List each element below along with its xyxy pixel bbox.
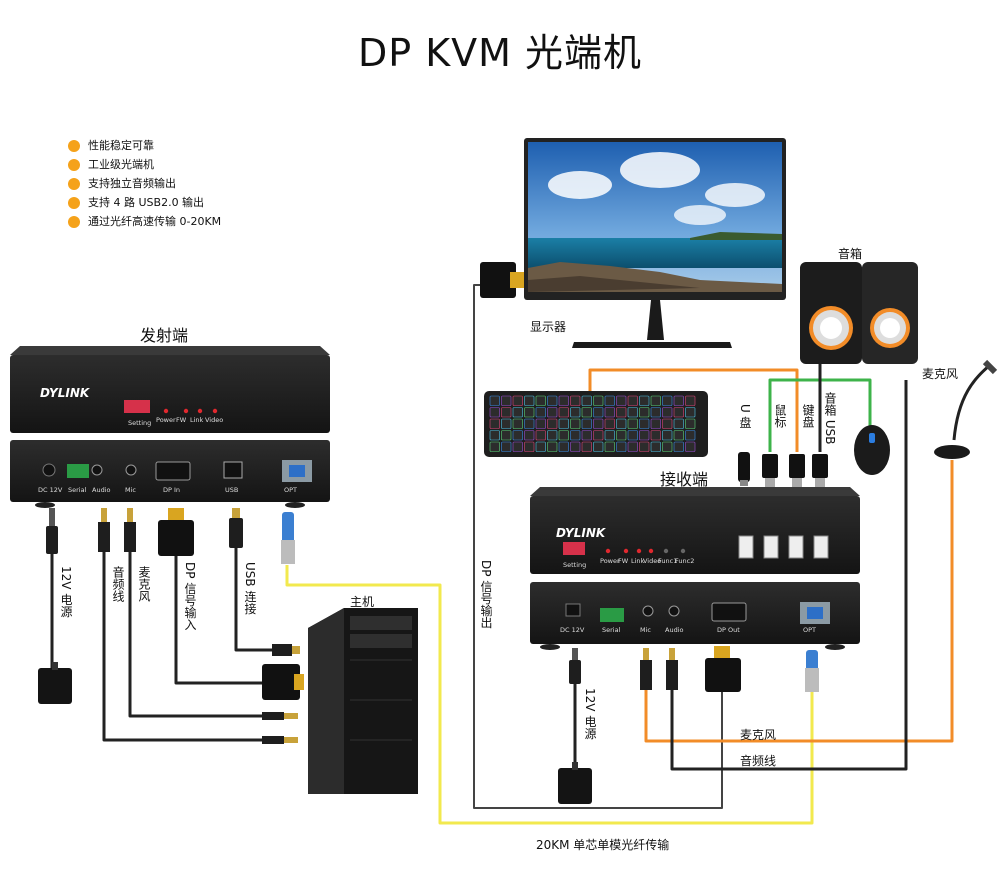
- feature-item: 支持 4 路 USB2.0 输出: [68, 193, 221, 212]
- tx-port-label: USB: [225, 486, 238, 494]
- feature-item: 支持独立音频输出: [68, 174, 221, 193]
- rx-mic-label: 麦克风: [740, 728, 777, 742]
- feature-item: 通过光纤高速传输 0-20KM: [68, 212, 221, 231]
- mouse: [854, 425, 890, 475]
- tx-port-label: OPT: [284, 486, 297, 494]
- udisk-label: U 盘: [738, 404, 752, 429]
- rx-led-label: FW: [618, 557, 629, 565]
- tx-usb-cable: [234, 548, 275, 652]
- tx-port-label: Serial: [68, 486, 87, 494]
- bullet-icon: [68, 139, 80, 152]
- host-label: 主机: [350, 595, 375, 609]
- speakers-label: 音箱: [838, 247, 863, 261]
- rx-led-label: Link: [631, 557, 645, 565]
- feature-item: 性能稳定可靠: [68, 136, 221, 155]
- feature-item: 工业级光端机: [68, 155, 221, 174]
- microphone: [934, 359, 998, 459]
- tx-audio-label: 音频线: [111, 566, 125, 602]
- rx-mic-cable: [644, 460, 954, 743]
- bullet-icon: [68, 215, 80, 228]
- tx-dp-label: DP 信号输入: [183, 562, 197, 631]
- host-pc: [262, 608, 418, 794]
- rx-audio-cable: [670, 380, 908, 771]
- tx-led-label: Power: [156, 416, 176, 424]
- cables: [50, 284, 954, 825]
- tx-led-label: FW: [176, 416, 187, 424]
- tx-connectors: [38, 508, 295, 704]
- rx-usb-ports: [738, 535, 829, 559]
- fiber-label: 20KM 单芯单模光纤传输: [536, 838, 670, 852]
- mouse-cable-label: 鼠标: [773, 404, 787, 428]
- microphone-label: 麦克风: [922, 367, 959, 381]
- receiver-label: 接收端: [660, 470, 709, 489]
- monitor: [480, 138, 786, 348]
- rx-port-label: Serial: [602, 626, 621, 634]
- transmitter-label: 发射端: [140, 326, 189, 345]
- rx-led-label: Func2: [675, 557, 694, 565]
- tx-usb-label: USB 连接: [243, 562, 257, 615]
- rx-led-label: Power: [600, 557, 620, 565]
- tx-power-label: 12V 电源: [59, 566, 73, 618]
- rx-dp-label: DP 信号输出: [479, 560, 493, 629]
- svg-text:DYLINK: DYLINK: [40, 386, 91, 400]
- tx-port-label: Audio: [92, 486, 110, 494]
- tx-led-label: Video: [205, 416, 223, 424]
- tx-port-label: DP In: [163, 486, 180, 494]
- rx-led-label: Video: [643, 557, 661, 565]
- bullet-icon: [68, 177, 80, 190]
- tx-audio-cable: [102, 550, 262, 742]
- bullet-icon: [68, 196, 80, 209]
- rx-port-label: Audio: [665, 626, 683, 634]
- svg-text:Setting: Setting: [128, 419, 151, 427]
- rx-port-label: DP Out: [717, 626, 740, 634]
- tx-port-label: DC 12V: [38, 486, 63, 494]
- keyboard-cable: [588, 368, 799, 452]
- speakers: [800, 262, 918, 364]
- monitor-label: 显示器: [530, 320, 567, 334]
- bullet-icon: [68, 158, 80, 171]
- rx-power-label: 12V 电源: [583, 688, 597, 740]
- fiber-cable: [285, 565, 814, 825]
- rx-port-label: DC 12V: [560, 626, 585, 634]
- tx-mic-label: 麦克风: [137, 566, 151, 602]
- rx-port-label: Mic: [640, 626, 651, 634]
- rx-connectors: [558, 646, 819, 804]
- rx-audio-label: 音频线: [740, 754, 777, 768]
- svg-text:DYLINK: DYLINK: [556, 526, 607, 540]
- keyboard-cable-label: 键盘: [801, 404, 815, 428]
- tx-mic-cable: [128, 550, 262, 718]
- tx-led-label: Link: [190, 416, 204, 424]
- usb-plugs: [738, 452, 828, 488]
- svg-text:Setting: Setting: [563, 561, 586, 569]
- page-title: DP KVM 光端机: [357, 31, 643, 75]
- speaker-usb-label: 音箱 USB: [823, 392, 837, 445]
- rx-port-label: OPT: [803, 626, 816, 634]
- feature-list: 性能稳定可靠 工业级光端机 支持独立音频输出 支持 4 路 USB2.0 输出 …: [68, 136, 221, 231]
- keyboard: [484, 391, 708, 457]
- tx-port-label: Mic: [125, 486, 136, 494]
- tx-dp-cable: [174, 555, 262, 685]
- rx-led-label: Func1: [658, 557, 677, 565]
